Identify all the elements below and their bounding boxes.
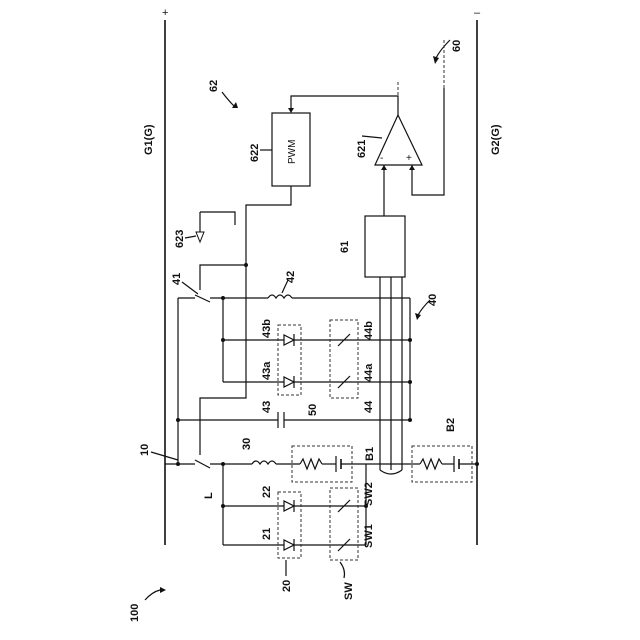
label-sw1: SW1 [363,524,375,548]
label-10: 10 [139,444,151,456]
node-10-g1 [176,462,180,466]
bus-loop [380,470,402,474]
switch-10[interactable] [195,460,210,468]
rail-g2-minus: – [474,7,481,19]
node-lower-r [364,504,368,508]
leader-621 [362,136,382,138]
node-left-420 [176,418,180,422]
pwm-label: PWM [287,140,298,164]
resistor-b1 [300,459,322,469]
rail-g1-plus: + [162,7,168,19]
wire-pwm-to-41 [200,265,246,290]
label-20: 20 [281,580,293,592]
label-50: 50 [307,404,319,416]
leader-623 [185,236,196,238]
group-20 [278,492,301,558]
arrow-40 [418,300,430,315]
group-44 [330,320,358,398]
diode-21 [284,540,294,550]
node-43b-l [221,338,225,342]
label-21: 21 [261,528,273,540]
node-b2-g2 [475,462,479,466]
label-621: 621 [356,140,368,158]
label-g2: G2(G) [490,124,502,155]
arrow-amp-plus [409,165,415,170]
label-44b: 44b [363,321,375,340]
diode-43a [284,377,294,387]
arrow-100 [145,590,160,600]
wire-amp-to-pwm [291,96,398,115]
diode-43b [284,335,294,345]
arrow-amp-minus [381,165,387,170]
leader-sw [340,562,345,578]
label-62: 62 [208,80,220,92]
label-60: 60 [451,40,463,52]
wire-623 [200,212,235,225]
node-22-l [221,504,225,508]
label-b1: B1 [364,447,376,461]
label-22: 22 [261,486,273,498]
arrow-60-head [433,56,439,64]
arrow-40-head [415,313,421,320]
opamp-plus: + [406,153,412,164]
label-b2: B2 [445,418,457,432]
inductor-42 [268,295,292,298]
label-l: L [203,492,215,499]
switch-41[interactable] [195,295,210,302]
label-40: 40 [427,294,439,306]
label-43: 43 [261,401,273,413]
label-622: 622 [249,144,261,162]
label-44a: 44a [363,363,375,382]
label-44: 44 [363,400,375,413]
inverter-623 [196,232,204,242]
label-30: 30 [241,438,253,450]
arrow-100-head [160,587,166,593]
label-623: 623 [174,230,186,248]
label-42: 42 [285,271,297,283]
opamp-minus: - [380,153,383,164]
group-sw [330,488,358,560]
label-sw: SW [343,582,355,600]
sensor-block-61 [365,216,405,277]
label-100: 100 [129,604,141,622]
label-g1: G1(G) [143,124,155,155]
arrow-62 [222,92,234,106]
label-sw2: SW2 [363,482,375,506]
inductor-30 [252,461,276,464]
arrow-into-pwm [288,108,294,113]
wire-pwm-out [246,186,291,265]
diode-22 [284,501,294,511]
leader-41 [182,282,198,294]
label-43b: 43b [261,319,273,338]
label-43a: 43a [261,361,273,380]
label-61: 61 [339,241,351,253]
label-41: 41 [171,273,183,285]
arrow-60 [436,40,450,58]
resistor-b2 [420,459,442,469]
wire-amp-plus-in [412,88,444,195]
